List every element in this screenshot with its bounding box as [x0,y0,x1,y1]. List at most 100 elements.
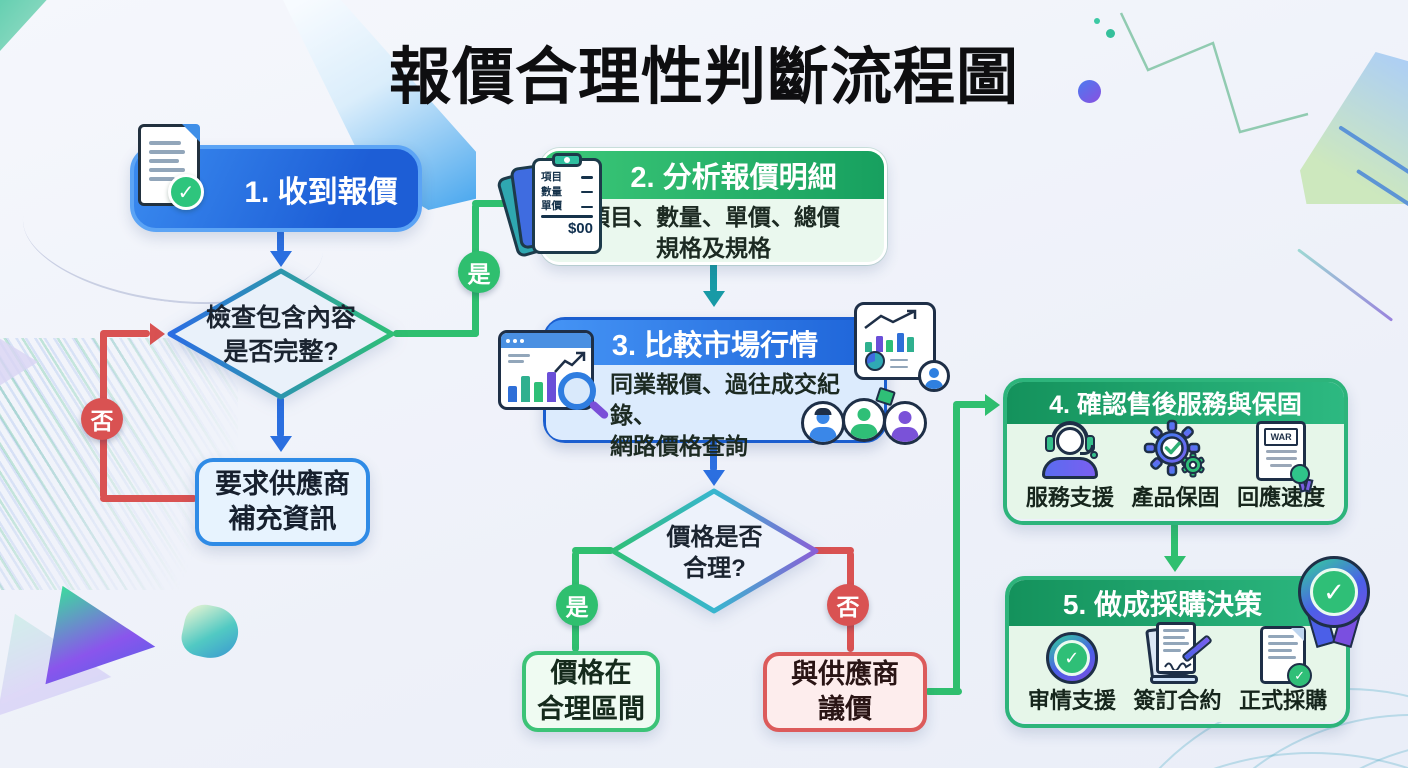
decision-check-complete-diamond [167,268,395,400]
step3-line1: 同業報價、過往成交紀錄、 [610,371,840,429]
headset-support-icon [1038,419,1102,481]
support-head [1055,427,1084,456]
clipboard-row-dash [581,205,593,209]
chart-card [854,302,936,380]
negotiate-line2: 議價 [818,694,872,724]
decision-check-complete-text: 檢查包含內容 是否完整? [181,302,381,369]
step5-body: ✓ 审情支援 [1009,622,1346,722]
mini-bar-chart-icon [865,333,914,352]
avatar-body [809,427,837,442]
document-fold [182,124,200,142]
analyst-avatar-icon [918,360,950,392]
step5-item-label: 簽訂合約 [1133,688,1222,714]
step4-item-response: WAR 回應速度 [1237,421,1325,513]
check-circle-icon: ✓ [1310,568,1358,616]
arrowhead-no-loop [150,323,165,345]
step5-item-purchase: ✓ 正式採購 [1239,626,1327,716]
step5-item-contract: 簽訂合約 [1133,622,1221,716]
browser-line [508,354,530,357]
pie-chart-icon [865,351,885,371]
teal-dot-small [1094,18,1100,24]
contract-line [1163,648,1182,652]
step4-body: 服務支援 [1007,420,1344,519]
clipboard-row-dash [581,190,593,194]
browser-dot [520,338,524,343]
avatar-green-icon [842,398,886,442]
clipboard-row: 單價 [541,200,593,213]
clipboard-clip [552,153,582,167]
no-badge-check: 否 [81,398,123,440]
step5-icon-row: ✓ 审情支援 [1009,622,1346,722]
avatar-head [857,408,871,421]
fair-line2: 合理區間 [537,693,645,724]
decision-line1: 價格是否 [666,524,763,551]
avatar-purple-icon [883,401,927,445]
headset-mic-arm [1079,445,1094,456]
contract-base [1150,675,1199,685]
supplement-line2: 補充資訊 [228,504,337,534]
arc-decoration [1215,740,1408,768]
connector-no-loop-top [100,330,150,337]
no-badge-price: 否 [827,584,869,626]
clipboard-board: 項目 數量 單價 $00 [532,153,602,254]
arrowhead-step1-check [270,251,292,267]
step5-header: 5. 做成採購決策 [1009,580,1346,626]
document-line [149,177,175,181]
play-triangle-decoration [41,580,163,697]
gem-decoration [178,600,243,664]
document-line [1268,642,1299,646]
bar-chart-icon [508,372,556,402]
node-step4-after-sales: 4. 確認售後服務與保固 服務支援 [1003,378,1348,525]
step1-label: 1. 收到報價 [244,175,398,209]
bar [547,372,556,402]
bar [875,336,883,352]
headset-band [1050,421,1089,448]
document-line [149,168,185,172]
connector-negotiate-step4-top [953,401,989,408]
certificate-seal-icon [1290,464,1311,485]
step3-header: 3. 比較市場行情 [546,320,884,365]
headset-earcup [1044,435,1055,453]
blue-line-decoration-2 [1356,168,1408,207]
step3-line2: 網路價格查詢 [610,433,748,460]
clipboard-row-dash [581,176,593,179]
bar [508,386,517,402]
left-triangle-decoration [0,330,38,394]
fair-line1: 價格在 [550,658,632,689]
approved-document-icon: ✓ [1260,626,1313,689]
clipboard-icon: 項目 數量 單價 $00 [495,153,608,262]
node-negotiate: 與供應商 議價 [763,652,927,732]
yes-badge-price: 是 [556,584,598,626]
quote-document-icon: ✓ [138,124,204,216]
step4-item-label: 產品保固 [1131,485,1220,511]
connector-check-supplement [277,396,284,438]
warranty-label: WAR [1264,428,1299,447]
clipboard-row-label: 項目 [541,171,562,183]
document-line [1268,656,1297,660]
connector-no-loop-bottom [100,495,197,502]
decision-line2: 合理? [683,555,746,583]
bar [886,340,893,352]
node-price-fair: 價格在 合理區間 [522,651,660,732]
document-line [1268,649,1293,653]
step4-item-label: 回應速度 [1237,485,1326,511]
avatar-body [925,380,943,389]
clipboard-row: 項目 [541,171,593,184]
document-line [149,159,179,163]
browser-dot [506,338,510,343]
supplement-line1: 要求供應商 [215,468,350,499]
step4-header: 4. 確認售後服務與保固 [1007,382,1344,424]
bar [865,342,872,352]
document-line [149,150,185,154]
market-chart-card-icon [854,302,950,392]
connector-no2-horizontal [812,547,854,554]
chart-line [890,365,908,368]
avatar-head [929,368,939,378]
bar [896,333,904,352]
step5-item-label: 正式採購 [1239,688,1328,714]
connector-step3-price [710,441,717,472]
clipboard-amount: $00 [567,219,593,237]
people-avatars-icon [801,386,929,448]
step4-item-service: 服務支援 [1026,419,1114,513]
magnifier-handle [588,399,610,421]
